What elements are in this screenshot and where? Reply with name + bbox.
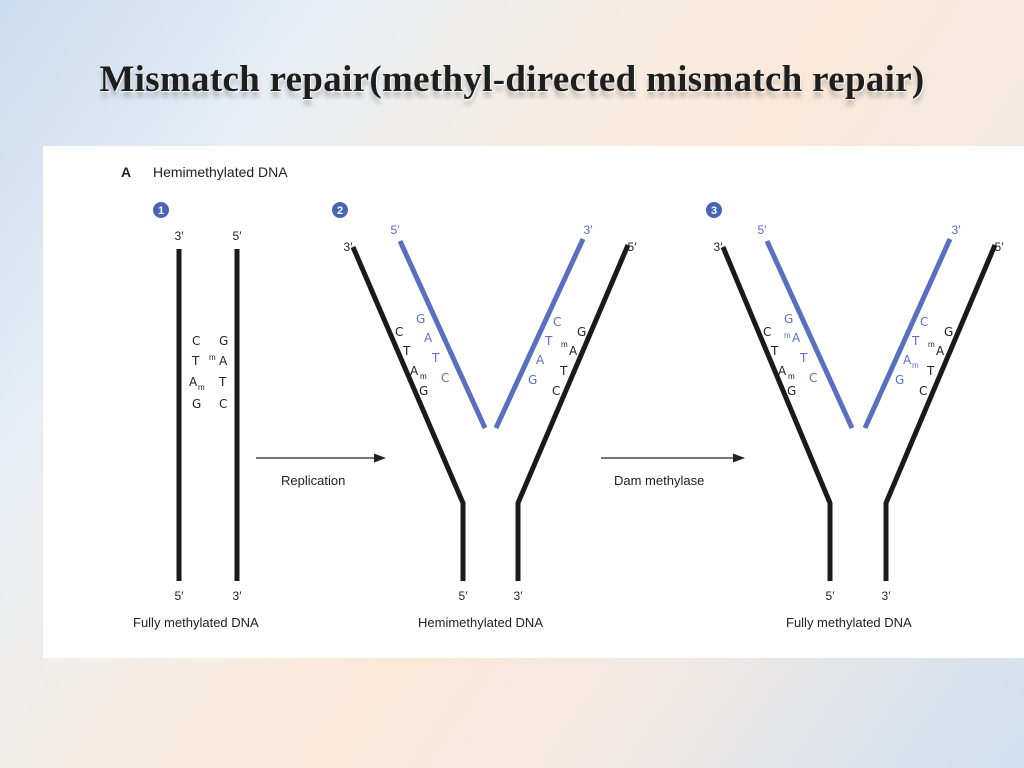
- step-badge-2: 2: [332, 202, 348, 218]
- step3-left-new: [764, 239, 855, 430]
- step2-fork: 3′ 5′ 3′ 5′ 5′ 3′ C T A m G G A T C C T …: [344, 223, 638, 630]
- end-label: 3′: [952, 223, 962, 237]
- base: G: [784, 312, 793, 326]
- step3-left-parental: [720, 246, 833, 581]
- end-label: 5′: [826, 589, 836, 603]
- end-label: 3′: [175, 229, 185, 243]
- base: G: [944, 325, 953, 339]
- base: T: [926, 364, 935, 378]
- methyl-mark: m: [420, 372, 427, 381]
- end-label: 5′: [628, 240, 638, 254]
- base: A: [792, 331, 801, 345]
- base: A: [219, 354, 228, 368]
- base: C: [552, 384, 560, 398]
- caption-step2: Hemimethylated DNA: [418, 615, 543, 630]
- end-label: 3′: [344, 240, 354, 254]
- end-label: 5′: [459, 589, 469, 603]
- end-label: 5′: [391, 223, 401, 237]
- base: C: [192, 334, 200, 348]
- base: C: [553, 315, 561, 329]
- base: A: [936, 344, 945, 358]
- base: G: [577, 325, 586, 339]
- step-badge-1: 1: [153, 202, 169, 218]
- dna-diagram: A Hemimethylated DNA 1 2 3 3′ 5′ 5′ 3′ C…: [121, 164, 1005, 630]
- step2-left-new: [397, 239, 488, 430]
- end-label: 5′: [758, 223, 768, 237]
- base: A: [778, 364, 787, 378]
- base: T: [911, 334, 920, 348]
- base: A: [410, 364, 419, 378]
- base: A: [424, 331, 433, 345]
- svg-text:1: 1: [158, 205, 164, 217]
- base: C: [809, 371, 817, 385]
- base: G: [895, 373, 904, 387]
- methyl-mark: m: [198, 383, 205, 392]
- base: T: [218, 375, 227, 389]
- base: T: [559, 364, 568, 378]
- step3-right-new: [862, 237, 953, 430]
- step2-right-new: [493, 237, 586, 430]
- end-label: 5′: [995, 240, 1005, 254]
- step-badge-3: 3: [706, 202, 722, 218]
- methyl-mark: m: [928, 340, 935, 349]
- base: G: [787, 384, 796, 398]
- step3-fork: 3′ 5′ 3′ 5′ 5′ 3′ C T A m G G m A T C C …: [714, 223, 1005, 630]
- base: G: [419, 384, 428, 398]
- step2-right-parental: [515, 244, 631, 581]
- base: G: [219, 334, 228, 348]
- svg-text:3: 3: [711, 205, 717, 217]
- base: G: [528, 373, 537, 387]
- end-label: 3′: [714, 240, 724, 254]
- step1-duplex: 3′ 5′ 5′ 3′ C T A m G G m A T C Fully me…: [133, 229, 259, 630]
- base: C: [441, 371, 449, 385]
- base: G: [416, 312, 425, 326]
- figure-heading: Hemimethylated DNA: [153, 164, 288, 180]
- end-label: 3′: [882, 589, 892, 603]
- base: A: [536, 353, 545, 367]
- base: C: [395, 325, 403, 339]
- base: A: [903, 353, 912, 367]
- end-label: 3′: [514, 589, 524, 603]
- end-label: 5′: [175, 589, 185, 603]
- base: T: [770, 344, 779, 358]
- methyl-mark: m: [209, 353, 216, 362]
- slide-title: Mismatch repair(methyl-directed mismatch…: [99, 59, 925, 100]
- base: T: [431, 351, 440, 365]
- methyl-mark: m: [912, 361, 919, 370]
- step3-right-parental: [883, 244, 998, 581]
- caption-step3: Fully methylated DNA: [786, 615, 912, 630]
- end-label: 3′: [584, 223, 594, 237]
- base: T: [544, 334, 553, 348]
- base: C: [219, 397, 227, 411]
- replication-label: Replication: [281, 473, 345, 488]
- figure-panel: A Hemimethylated DNA 1 2 3 3′ 5′ 5′ 3′ C…: [43, 146, 1024, 658]
- base: T: [799, 351, 808, 365]
- base: A: [569, 344, 578, 358]
- dam-methylase-arrow: Dam methylase: [601, 453, 745, 488]
- dam-methylase-label: Dam methylase: [614, 473, 704, 488]
- base: C: [920, 315, 928, 329]
- base: C: [763, 325, 771, 339]
- base: T: [191, 354, 200, 368]
- base: A: [189, 375, 198, 389]
- step2-left-parental: [350, 246, 466, 581]
- end-label: 3′: [233, 589, 243, 603]
- base: T: [402, 344, 411, 358]
- base: C: [919, 384, 927, 398]
- methyl-mark: m: [784, 331, 791, 340]
- end-label: 5′: [233, 229, 243, 243]
- base: G: [192, 397, 201, 411]
- panel-letter: A: [121, 164, 131, 180]
- replication-arrow: Replication: [256, 453, 386, 488]
- caption-step1: Fully methylated DNA: [133, 615, 259, 630]
- methyl-mark: m: [788, 372, 795, 381]
- svg-text:2: 2: [337, 205, 343, 217]
- methyl-mark: m: [561, 340, 568, 349]
